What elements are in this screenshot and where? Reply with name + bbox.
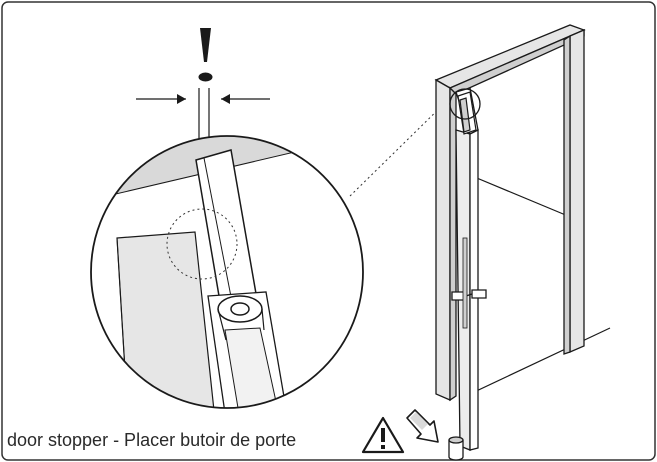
detail-marker-circle (449, 88, 481, 120)
door-frame (434, 24, 611, 402)
exclamation-marker-icon (198, 28, 213, 82)
warning-triangle-icon (361, 416, 405, 454)
zoom-circle (90, 135, 364, 409)
caption-text: door stopper - Placer butoir de porte (7, 430, 297, 450)
down-right-arrow-icon (406, 409, 439, 443)
zoom-connector (349, 97, 451, 197)
door-closer-arm (457, 91, 477, 135)
door-stopper-icon (448, 436, 464, 461)
zoom-detail (91, 136, 363, 408)
door-leaf (451, 87, 487, 451)
